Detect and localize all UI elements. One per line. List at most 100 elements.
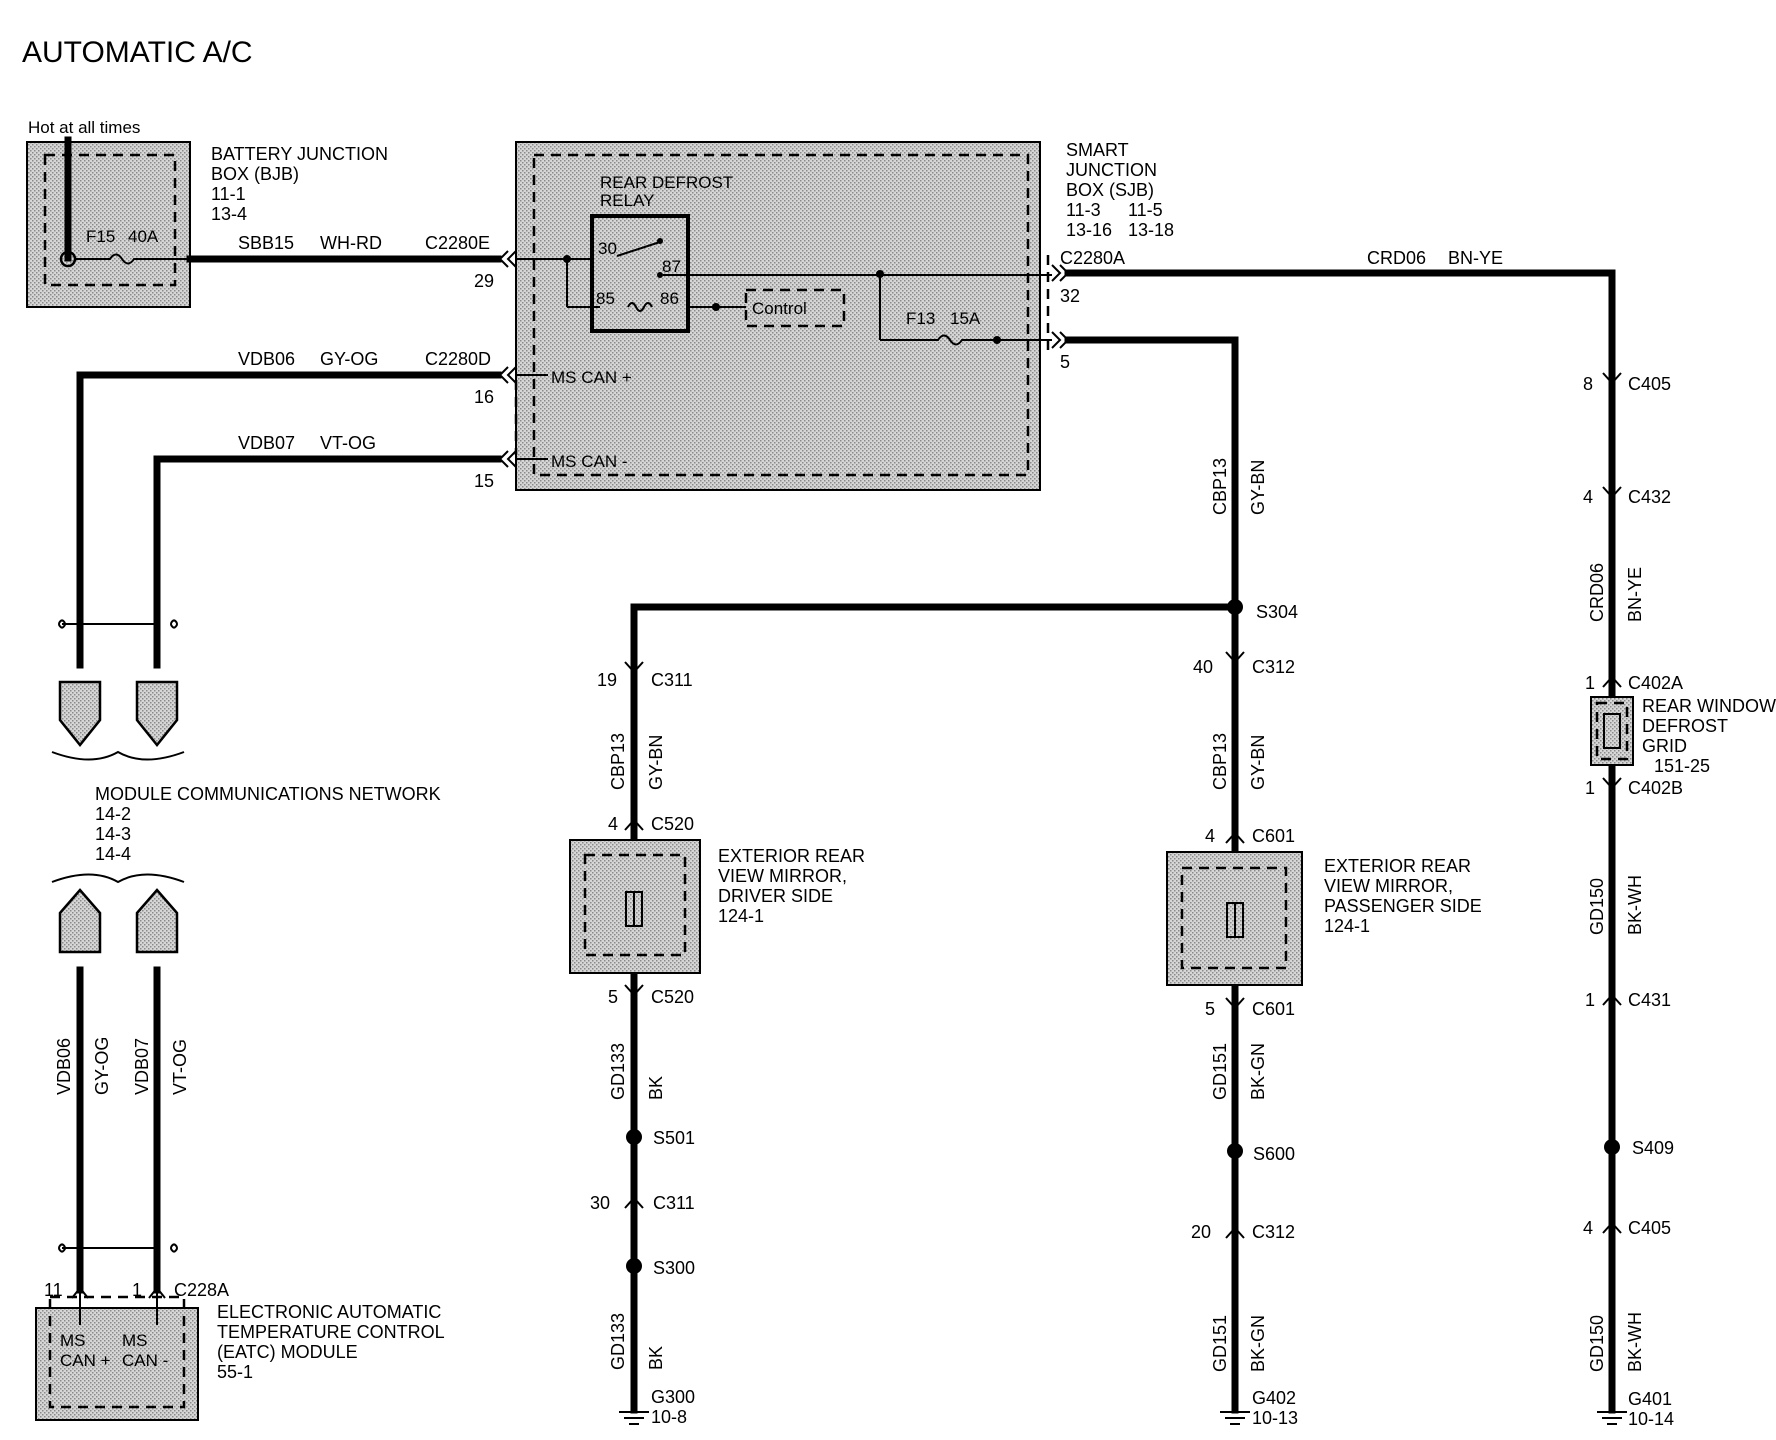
c405-top-connector: C405 [1628,374,1671,394]
driver-mirror-name-1: EXTERIOR REAR [718,846,865,866]
driver-wire-top-color: GY-BN [646,735,666,790]
grid-name-2: DEFROST [1642,716,1728,736]
ms-can-plus: MS CAN + [551,368,632,387]
c601-out-connector: C601 [1252,999,1295,1019]
s600-label: S600 [1253,1144,1295,1164]
eatc-name-4: 55-1 [217,1362,253,1382]
passenger-wire-mid-color: BK-GN [1248,1043,1268,1100]
vdb07-pin: 15 [474,471,494,491]
driver-mirror [569,839,701,974]
eatc-pin-11: 11 [44,1280,63,1300]
sjb-fuse: F13 [906,309,935,328]
grid-name-1: REAR WINDOW [1642,696,1776,716]
splice-s501 [626,1129,642,1145]
relay-name-2: RELAY [600,191,655,210]
driver-wire-top-circuit: CBP13 [608,733,628,790]
rear-wire-bottom-color: BK-WH [1625,1312,1645,1372]
passenger-wire-mid-circuit: GD151 [1210,1043,1230,1100]
rear-defrost-relay [590,214,690,333]
c402a-connector: C402A [1628,673,1683,693]
network-ref-1: 14-2 [95,804,131,824]
rear-wire-top-color: BN-YE [1625,567,1645,622]
rear-window-defrost-grid [1590,696,1634,766]
g300-label: G300 [651,1387,695,1407]
c312-bottom-pin: 20 [1191,1222,1211,1242]
vdb07-circuit: VDB07 [238,433,295,453]
c2280d-pin: 16 [474,387,494,407]
bjb-ref-2: 13-4 [211,204,247,224]
passenger-mirror-name-3: PASSENGER SIDE [1324,896,1482,916]
eatc-name-2: TEMPERATURE CONTROL [217,1322,445,1342]
bjb-ref-1: 11-1 [211,184,246,204]
c402b-connector: C402B [1628,778,1683,798]
s300-label: S300 [653,1258,695,1278]
c520-out-pin: 5 [608,987,618,1007]
passenger-mirror-name-1: EXTERIOR REAR [1324,856,1471,876]
eatc-ms-can-minus-2: CAN - [122,1351,168,1370]
vdb06-circuit: VDB06 [238,349,295,369]
network-plug-1 [58,680,102,748]
sjb-ref-3: 11-5 [1128,200,1163,220]
c520-out-connector: C520 [651,987,694,1007]
eatc-name-3: (EATC) MODULE [217,1342,358,1362]
passenger-wire-top-circuit: CBP13 [1210,733,1230,790]
network-plug-2 [135,680,179,748]
c311-bottom-connector: C311 [653,1193,695,1213]
g401-ref: 10-14 [1628,1409,1674,1429]
relay-pin-85: 85 [596,289,615,308]
eatc-name-1: ELECTRONIC AUTOMATIC [217,1302,441,1322]
sjb-fuse-rating: 15A [950,309,981,328]
g402-label: G402 [1252,1388,1296,1408]
sjb-name-3: BOX (SJB) [1066,180,1154,200]
ground-g402 [1220,1411,1250,1425]
splice-s600 [1227,1143,1243,1159]
splice-s300 [626,1258,642,1274]
driver-mirror-name-4: 124-1 [718,906,764,926]
eatc-ms-can-plus-1: MS [60,1331,86,1350]
s409-label: S409 [1632,1138,1674,1158]
grid-name-3: GRID [1642,736,1687,756]
c311-top-connector: C311 [651,670,693,690]
eatc-ms-can-plus-2: CAN + [60,1351,111,1370]
s501-label: S501 [653,1128,695,1148]
driver-wire-bottom-circuit: GD133 [608,1313,628,1370]
c311-bottom-pin: 30 [590,1193,610,1213]
crd06-color: BN-YE [1448,248,1503,268]
sjb-ref-4: 13-18 [1128,220,1174,240]
rear-wire-mid-color: BK-WH [1625,875,1645,935]
c312-bottom-connector: C312 [1252,1222,1295,1242]
c520-in-connector: C520 [651,814,694,834]
c431-pin: 1 [1585,990,1595,1010]
passenger-mirror-name-4: 124-1 [1324,916,1370,936]
relay-pin-30: 30 [598,239,617,258]
sjb-name-1: SMART [1066,140,1129,160]
c405-bottom-pin: 4 [1583,1218,1593,1238]
ms-can-minus: MS CAN - [551,452,628,471]
ground-g300 [619,1411,649,1425]
relay-pin-87: 87 [662,257,681,276]
bjb-fuse: F15 [86,227,115,246]
hot-label: Hot at all times [28,118,140,137]
cbp13-color: GY-BN [1248,460,1268,515]
sjb-ref-2: 13-16 [1066,220,1112,240]
eatc-wire2-color: VT-OG [170,1039,190,1095]
c601-in-connector: C601 [1252,826,1295,846]
c312-top-pin: 40 [1193,657,1213,677]
eatc-module: 11 1 C228A MS CAN + MS CAN - [35,1280,229,1421]
rear-wire-top-circuit: CRD06 [1587,563,1607,622]
c311-top-pin: 19 [597,670,617,690]
c520-in-pin: 4 [608,814,618,834]
page-title: AUTOMATIC A/C [22,36,253,69]
sbb15-circuit: SBB15 [238,233,294,253]
sbb15-color: WH-RD [320,233,382,253]
bjb-fuse-rating: 40A [128,227,159,246]
cbp13-pin: 5 [1060,352,1070,372]
network-plug-3 [58,888,102,954]
c601-in-pin: 4 [1205,826,1215,846]
passenger-wire-bottom-color: BK-GN [1248,1315,1268,1372]
c405-top-pin: 8 [1583,374,1593,394]
rear-wire-bottom-circuit: GD150 [1587,1315,1607,1372]
eatc-ms-can-minus-1: MS [122,1331,148,1350]
c402a-pin: 1 [1585,673,1595,693]
